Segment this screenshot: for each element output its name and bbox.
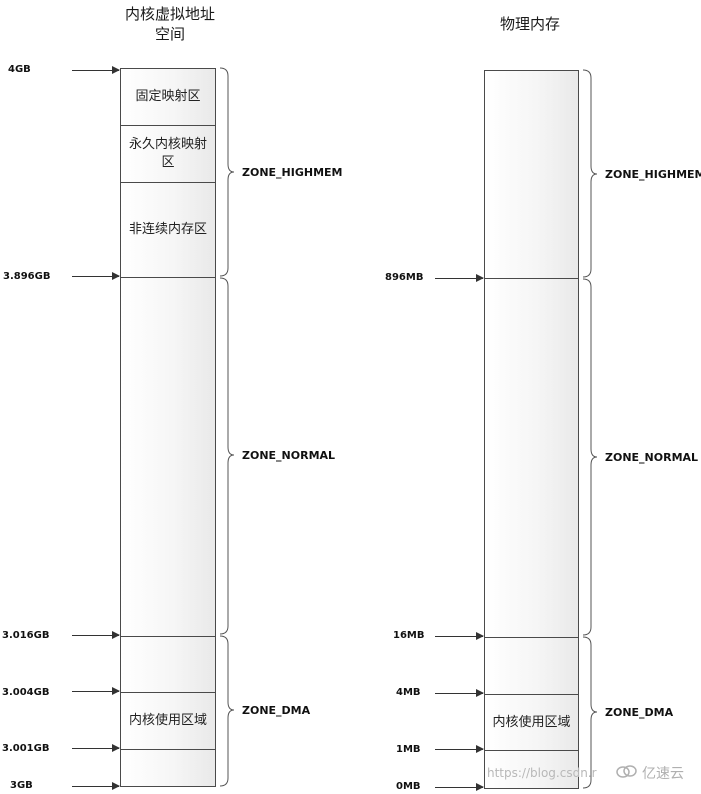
address-label: 3.896GB bbox=[3, 271, 51, 282]
address-arrow bbox=[435, 632, 484, 640]
physical-low-region bbox=[485, 750, 578, 788]
physical-normal-region bbox=[485, 278, 578, 637]
permanent-kernel-mapping-area: 永久内核映射区 bbox=[121, 125, 215, 182]
watermark-brand-text: 亿速云 bbox=[642, 766, 684, 782]
physical-kernel-region: 内核使用区域 bbox=[485, 694, 578, 750]
brace-left-normal bbox=[219, 277, 235, 635]
address-arrow bbox=[435, 745, 484, 753]
zone-label-left-highmem: ZONE_HIGHMEM bbox=[242, 166, 343, 179]
address-label: 3GB bbox=[10, 780, 33, 791]
address-arrow bbox=[72, 687, 120, 695]
address-arrow bbox=[435, 274, 484, 282]
noncontiguous-memory-area: 非连续内存区 bbox=[121, 182, 215, 277]
physical-highmem-region bbox=[485, 71, 578, 278]
address-label: 3.016GB bbox=[2, 630, 50, 641]
physical-memory-title: 物理内存 bbox=[499, 15, 560, 33]
address-label: 4MB bbox=[396, 687, 421, 698]
fixed-mapping-area: 固定映射区 bbox=[121, 69, 215, 125]
address-label: 16MB bbox=[393, 630, 425, 641]
kernel-normal-region bbox=[121, 277, 215, 636]
kernel-virtual-space-title: 内核虚拟地址空间 bbox=[124, 5, 215, 43]
brace-left-dma bbox=[219, 635, 235, 787]
brace-right-dma bbox=[582, 636, 598, 789]
address-arrow bbox=[435, 689, 484, 697]
kernel-low-region bbox=[121, 749, 215, 786]
kernel-reserved-region: 内核使用区域 bbox=[121, 692, 215, 749]
brace-right-normal bbox=[582, 278, 598, 636]
address-label: 3.004GB bbox=[2, 687, 50, 698]
address-label: 0MB bbox=[396, 781, 421, 792]
address-label: 3.001GB bbox=[2, 743, 50, 754]
physical-dma-upper-region bbox=[485, 637, 578, 694]
kernel-virtual-address-column: 固定映射区 永久内核映射区 非连续内存区 内核使用区域 bbox=[120, 68, 216, 787]
brace-left-highmem bbox=[219, 67, 235, 277]
address-label: 1MB bbox=[396, 744, 421, 755]
zone-label-right-dma: ZONE_DMA bbox=[605, 706, 674, 719]
cloud-logo-icon bbox=[615, 763, 639, 783]
watermark-brand: 亿速云 bbox=[615, 763, 684, 783]
zone-label-left-dma: ZONE_DMA bbox=[242, 704, 311, 717]
brace-right-highmem bbox=[582, 69, 598, 278]
kernel-dma-upper-region bbox=[121, 636, 215, 692]
address-arrow bbox=[72, 782, 120, 790]
address-arrow bbox=[72, 631, 120, 639]
watermark-url: https://blog.csdn.r bbox=[487, 766, 597, 780]
physical-memory-column: 内核使用区域 bbox=[484, 70, 579, 789]
zone-label-left-normal: ZONE_NORMAL bbox=[242, 449, 336, 462]
address-arrow bbox=[72, 744, 120, 752]
address-arrow bbox=[72, 66, 120, 74]
address-arrow bbox=[435, 783, 484, 791]
address-label: 4GB bbox=[8, 64, 31, 75]
address-arrow bbox=[72, 272, 120, 280]
address-label: 896MB bbox=[385, 272, 424, 283]
zone-label-right-normal: ZONE_NORMAL bbox=[605, 451, 699, 464]
zone-label-right-highmem: ZONE_HIGHMEM bbox=[605, 168, 701, 181]
